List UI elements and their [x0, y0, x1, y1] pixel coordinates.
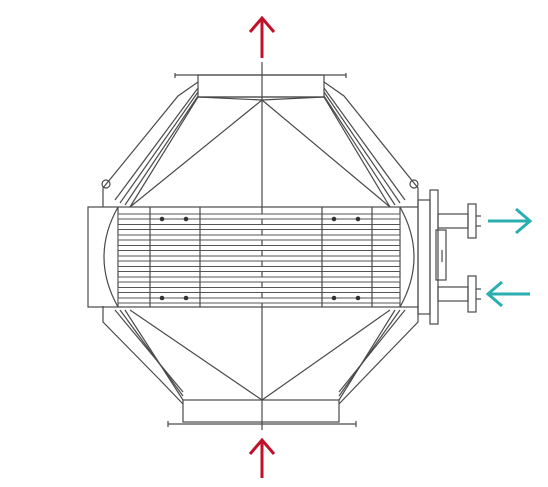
- right-inlet-arrow: [485, 280, 530, 308]
- top-outlet-arrow: [248, 15, 276, 58]
- tube: [117, 287, 401, 293]
- lower-hood: [102, 306, 419, 405]
- bolt: [331, 295, 337, 301]
- tube: [117, 297, 401, 304]
- bolt: [355, 295, 361, 301]
- tube: [117, 255, 401, 262]
- tube: [117, 276, 401, 283]
- outlet-nozzle: [437, 203, 481, 239]
- side-header: [417, 189, 481, 325]
- right-outlet-arrow: [488, 207, 533, 235]
- top-flange: [174, 73, 347, 98]
- bolt: [159, 295, 165, 301]
- bottom-inlet-arrow: [248, 437, 276, 478]
- tube: [117, 266, 401, 272]
- bolt: [183, 216, 189, 222]
- tube: [117, 234, 401, 241]
- bolt: [159, 216, 165, 222]
- tube: [117, 224, 401, 230]
- upper-hood: [101, 81, 419, 208]
- bolt: [355, 216, 361, 222]
- tube: [117, 213, 401, 220]
- tube: [117, 245, 401, 251]
- bolt: [183, 295, 189, 301]
- bolt: [331, 216, 337, 222]
- inlet-nozzle: [437, 275, 481, 313]
- tube-bundle: [87, 206, 419, 308]
